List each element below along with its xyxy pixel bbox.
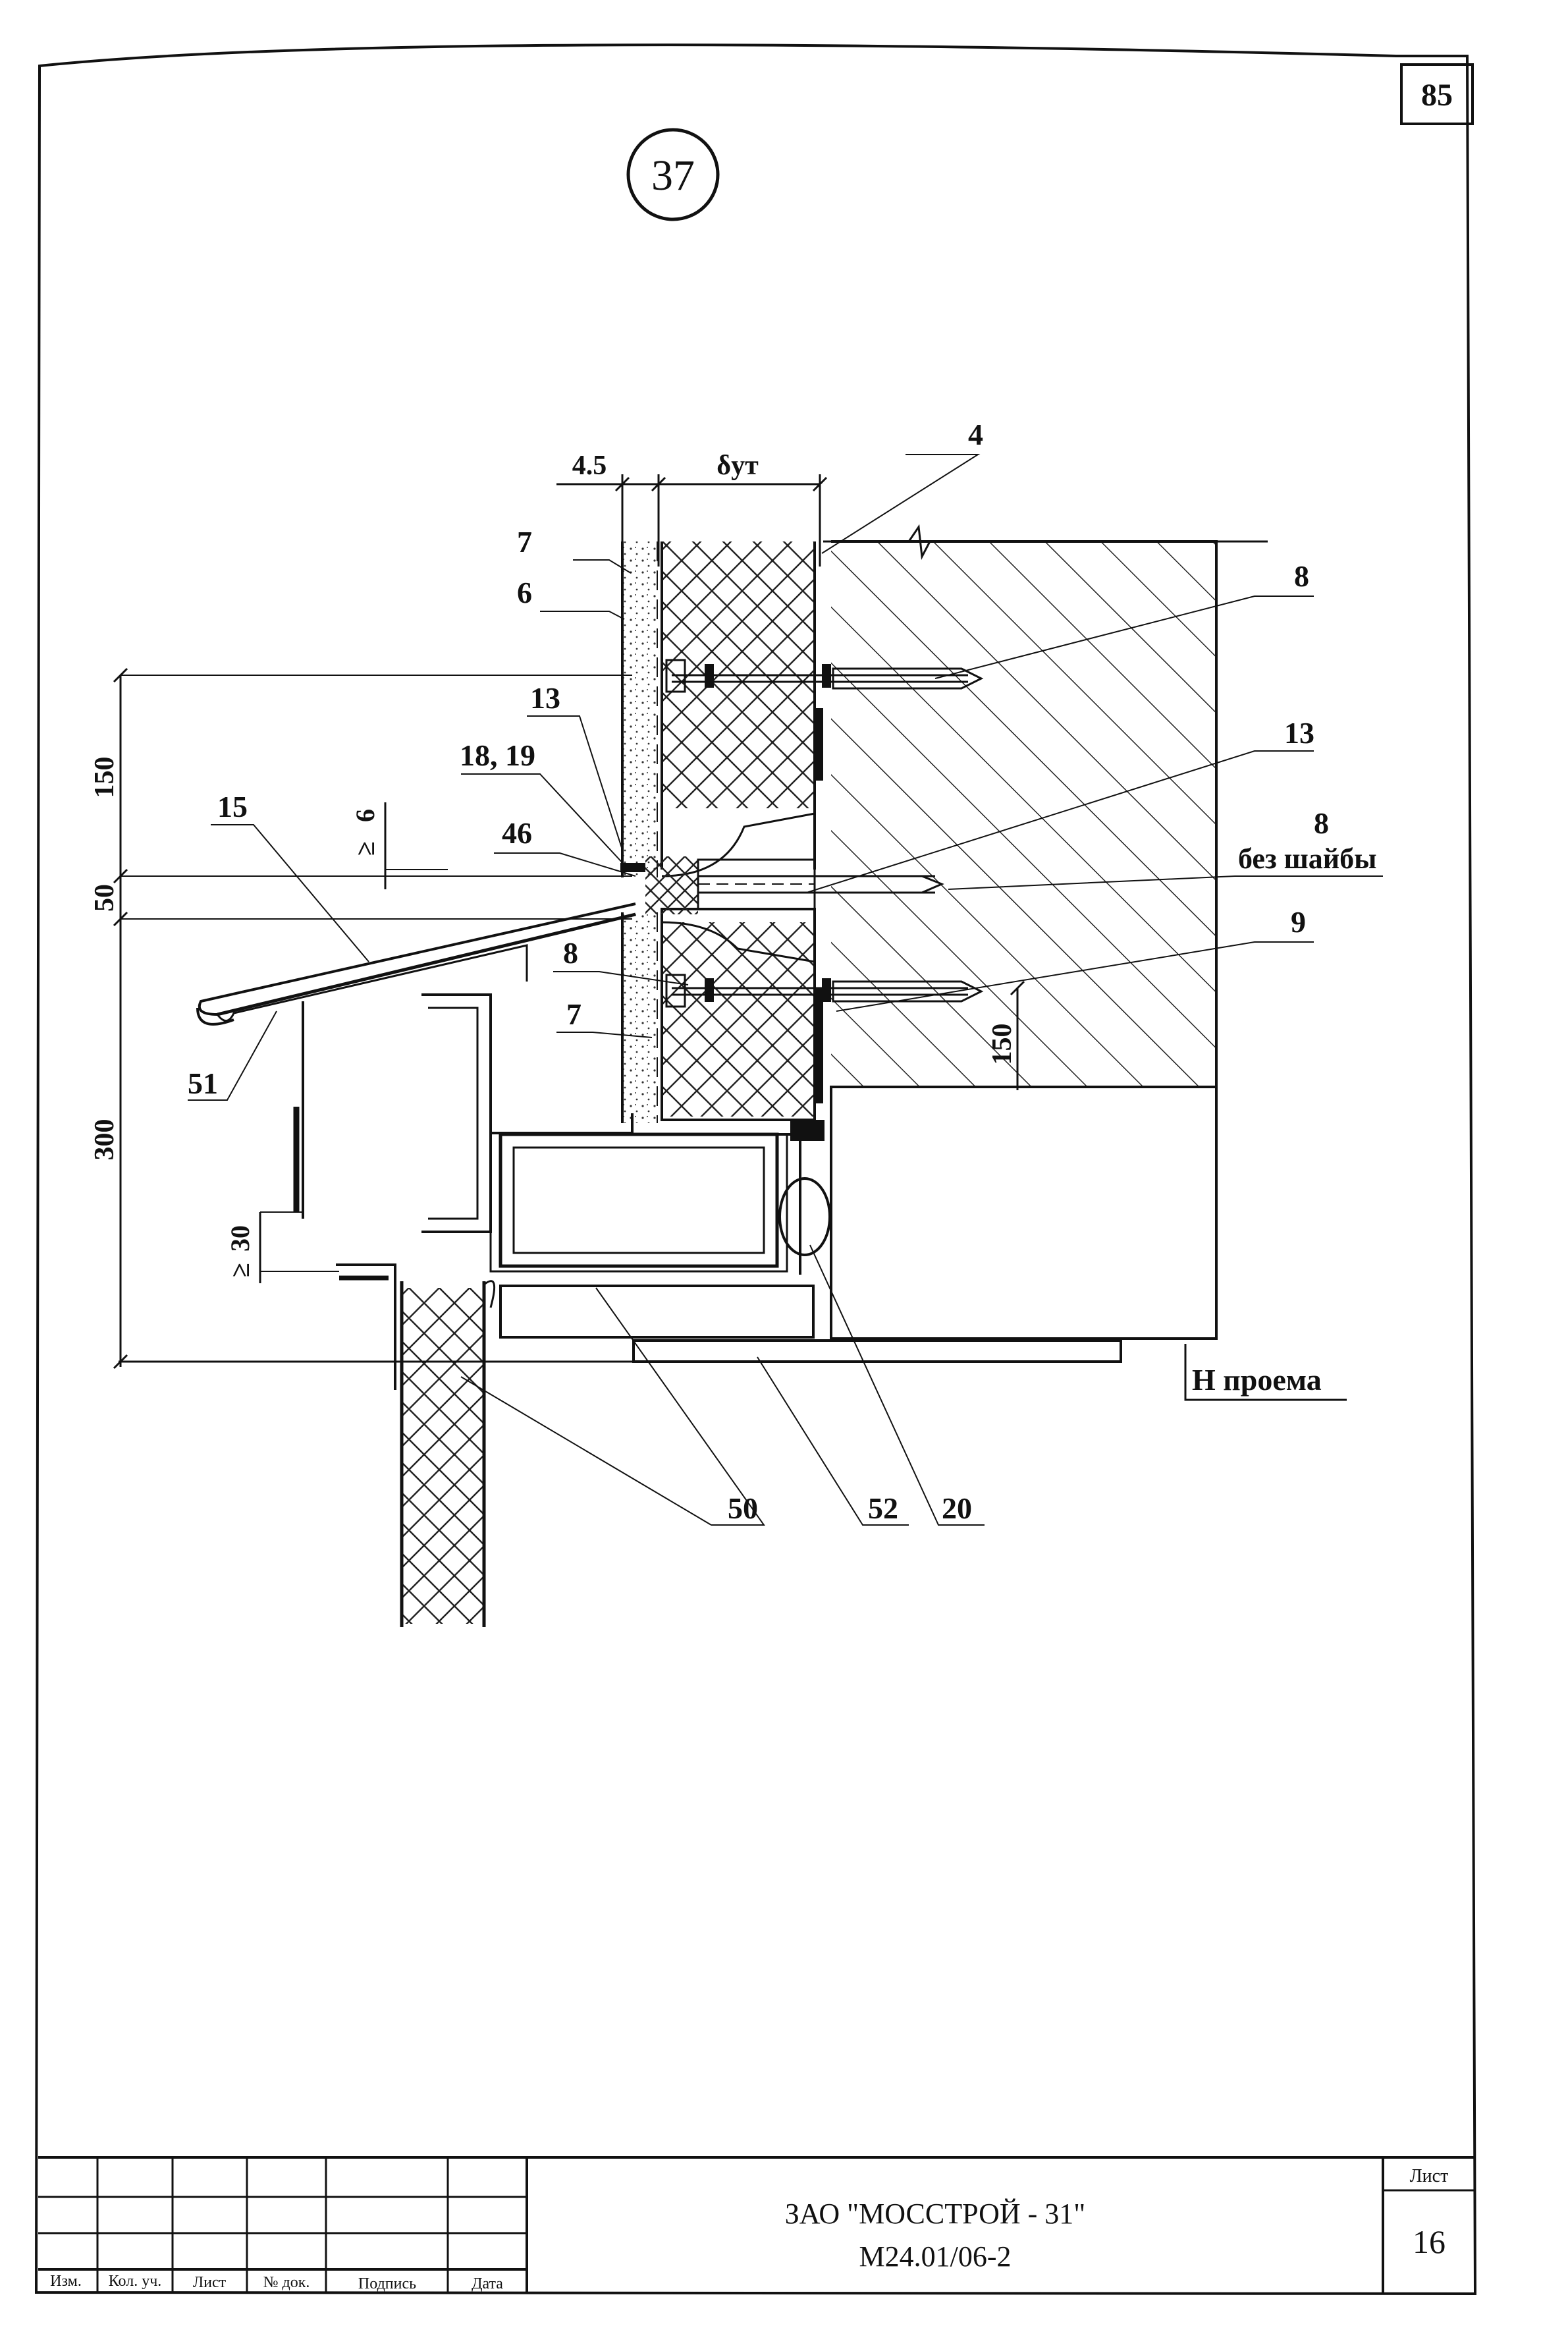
sill-plate-52 [632,1339,1122,1363]
dim-30: 30 [225,1225,255,1252]
detail-marker: 37 [626,128,720,221]
callout-labels: 4 7 6 8 13 18, 19 13 15 46 8 без шайбы 9… [188,418,1376,1525]
col-sign: Подпись [358,2275,416,2292]
col-list: Лист [193,2274,227,2291]
page-number-box: 85 [1400,63,1474,125]
sandwich-panel [400,1280,496,1627]
dim-6-ge: ≥ [350,841,380,856]
wall-break-line [823,524,1268,561]
timber-subsill [499,1285,815,1339]
adhesive-strip-upper [815,708,823,781]
dim-150-right: 150 [987,1024,1017,1065]
detail-number: 37 [651,152,695,200]
title-block: Изм. Кол. уч. Лист № док. Подпись Дата З… [38,2156,1475,2294]
dim-6: 6 [350,809,380,822]
callout-46: 46 [502,816,532,850]
joint-zone [620,856,816,914]
dimension-texts: 4.5 δут 150 50 300 6 ≥ 30 ≥ 150 Н проема [90,451,1322,1397]
document-code: М24.01/06-2 [859,2240,1012,2273]
bracket-left [293,1001,396,1390]
opening-level-label: Н проема [1192,1363,1322,1397]
company-name: ЗАО "МОССТРОЙ - 31" [785,2198,1086,2230]
callout-4: 4 [968,418,983,451]
foam-block [790,1120,825,1141]
dim-50: 50 [90,884,120,912]
col-doc: № док. [263,2274,310,2291]
callout-20: 20 [942,1491,972,1525]
callout-50: 50 [728,1491,758,1525]
callout-7-top: 7 [517,525,532,559]
anchor-middle [698,875,944,894]
col-date: Дата [472,2275,503,2292]
masonry-wall [831,540,1218,1088]
col-izm: Изм. [50,2273,82,2290]
anchor-lower [665,974,984,1008]
dimension-lines [113,474,1347,1401]
insulation-upper [661,541,816,877]
callout-8-mid: 8 [563,936,578,970]
callout-8-no-washer-note: без шайбы [1238,843,1376,875]
dim-thickness: 4.5 [572,451,607,481]
concrete-block [830,1086,1218,1340]
page-number: 85 [1421,78,1453,113]
dim-150-left: 150 [90,757,120,798]
anchor-upper [665,659,984,693]
dim-30-ge: ≥ [225,1263,255,1277]
callout-15: 15 [217,790,248,823]
seal-profile [778,1177,831,1256]
callout-8-top: 8 [1294,559,1309,593]
callout-13-left: 13 [530,681,560,715]
sheet-label: Лист [1410,2166,1449,2186]
leader-lines [188,454,1383,1526]
callout-18-19: 18, 19 [460,738,535,772]
sheet-frame [34,43,1477,2296]
callout-51: 51 [188,1067,218,1100]
sill-flashing [196,902,636,1026]
callout-9: 9 [1291,905,1306,939]
dim-300: 300 [90,1119,120,1161]
callout-7-mid: 7 [566,997,581,1031]
adhesive-strip-lower [815,988,823,1103]
callout-8-no-washer: 8 [1314,806,1329,840]
dim-insulation: δут [716,451,759,481]
col-kol: Кол. уч. [109,2273,162,2290]
render-layer [621,541,659,1123]
callout-52: 52 [868,1491,898,1525]
callout-13-right: 13 [1284,716,1314,750]
callout-6: 6 [517,576,532,609]
insulation-lower [661,908,816,1121]
sheet-number: 16 [1413,2223,1446,2260]
